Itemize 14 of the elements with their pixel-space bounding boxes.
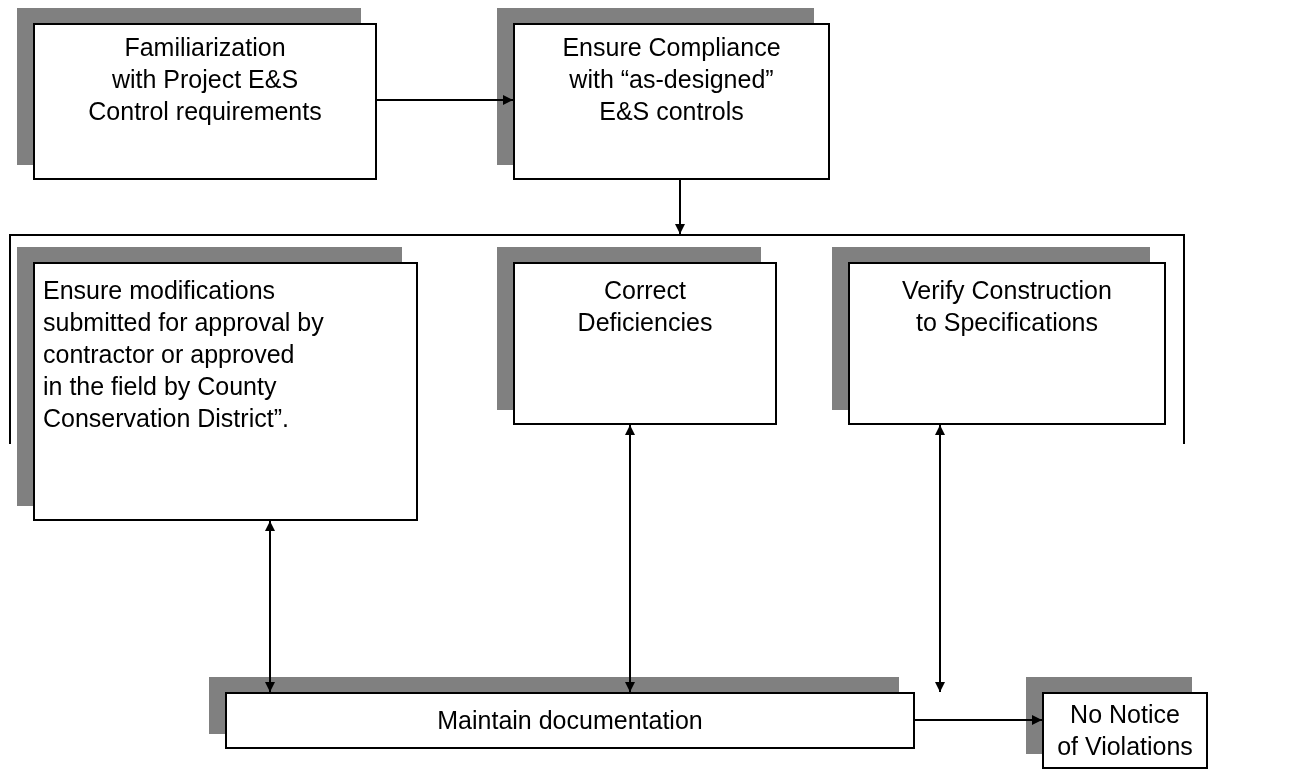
arrow <box>935 424 945 693</box>
arrow <box>376 95 514 105</box>
arrow <box>914 715 1043 725</box>
box-text: Ensure Compliance with “as-designed” E&S controls <box>561 32 782 127</box>
box-text: Familiarization with Project E&S Control requirements <box>87 32 323 127</box>
arrow <box>265 520 275 693</box>
box-text: Ensure modifications submitted for approval by contractor or approved in the field by County Conservation District”. <box>43 275 325 434</box>
arrow <box>675 179 685 235</box>
box-text: No Notice of Violations <box>1056 699 1194 762</box>
bracket <box>9 234 1185 444</box>
box-text: Correct Deficiencies <box>576 275 714 338</box>
box-text: Maintain documentation <box>436 705 704 736</box>
box-text: Verify Construction to Specifications <box>901 275 1113 338</box>
arrow <box>625 424 635 693</box>
